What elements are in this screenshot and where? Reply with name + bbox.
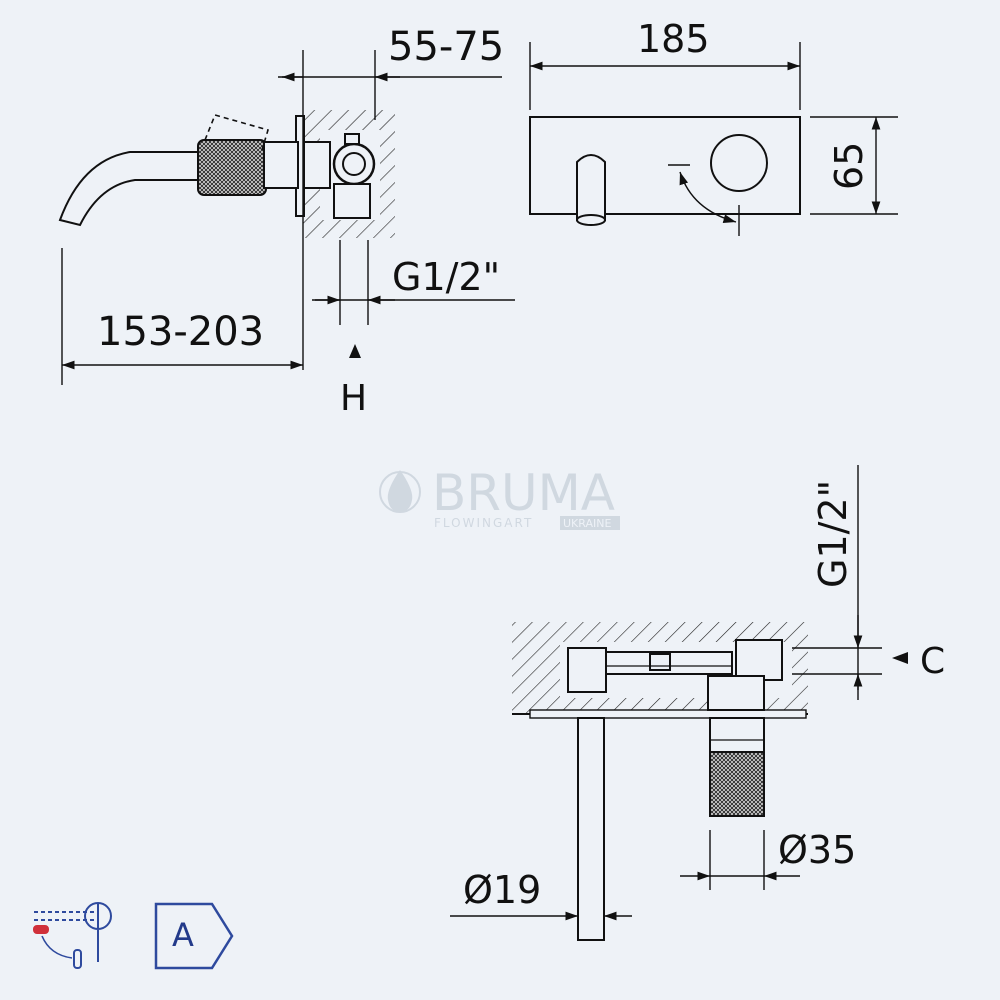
plan-valve-left (567, 647, 607, 693)
valve-nut (344, 133, 360, 145)
plan-view (450, 465, 908, 941)
drop-ring-icon (379, 471, 421, 513)
mixer-type-icon (33, 902, 112, 969)
watermark-tagline: FLOWINGART (434, 516, 533, 530)
reach-dimension-label: 153-203 (97, 309, 264, 355)
front-handle (710, 134, 768, 192)
plan-plate (529, 709, 807, 719)
plan-handle-knurl (709, 751, 765, 817)
c-marker-arrow (892, 652, 908, 664)
rotation-arrow (679, 171, 737, 223)
handle-rotated-outline (204, 114, 269, 151)
spout-diameter-label: Ø19 (463, 868, 541, 912)
valve-body (303, 141, 331, 189)
spout (58, 151, 201, 227)
handle-diameter-label: Ø35 (778, 828, 856, 872)
knurled-handle (197, 139, 267, 196)
valve-inner (342, 152, 366, 176)
watermark-brand: BRUMA (432, 464, 615, 522)
watermark-region: UKRAINE (563, 517, 611, 530)
thread-bottom-label: G1/2" (811, 480, 855, 588)
plan-valve-nut (649, 653, 671, 671)
depth-dimension-label: 55-75 (388, 24, 504, 70)
front-view (529, 42, 898, 236)
width-dimension-label: 185 (637, 17, 710, 61)
plan-spout (577, 717, 605, 941)
thread-side-label: G1/2" (392, 255, 500, 299)
valve-bottom (333, 183, 371, 219)
plan-cartridge (735, 639, 783, 681)
handle-collar (263, 141, 299, 189)
energy-class-label: A (172, 916, 194, 954)
front-spout-outlet (576, 214, 606, 226)
brand-watermark: BRUMA FLOWINGART UKRAINE (379, 464, 620, 530)
height-dimension-label: 65 (827, 142, 871, 190)
plan-handle-collar (709, 717, 765, 753)
drop-icon (387, 470, 413, 512)
c-marker-label: C (920, 641, 945, 682)
front-spout (576, 154, 606, 221)
h-marker-arrow (349, 344, 361, 358)
plan-cartridge-stem (707, 675, 765, 711)
side-view (58, 50, 515, 385)
h-marker-label: H (340, 378, 367, 419)
energy-class-badge: A (154, 902, 234, 970)
